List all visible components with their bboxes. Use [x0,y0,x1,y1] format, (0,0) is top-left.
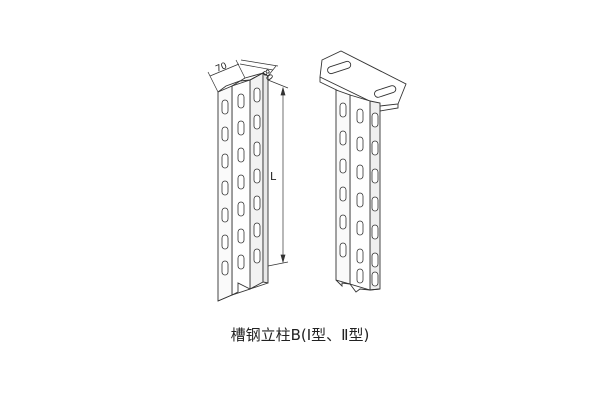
dimension-width [207,59,246,93]
dimension-depth [239,59,279,77]
dimension-length-label: L [270,170,277,183]
column-type-2 [319,50,407,293]
dimension-length [267,79,289,267]
dimension-width-label: 70 [214,61,229,75]
figure-caption: 槽钢立柱B(Ⅰ型、Ⅱ型) [230,326,370,344]
